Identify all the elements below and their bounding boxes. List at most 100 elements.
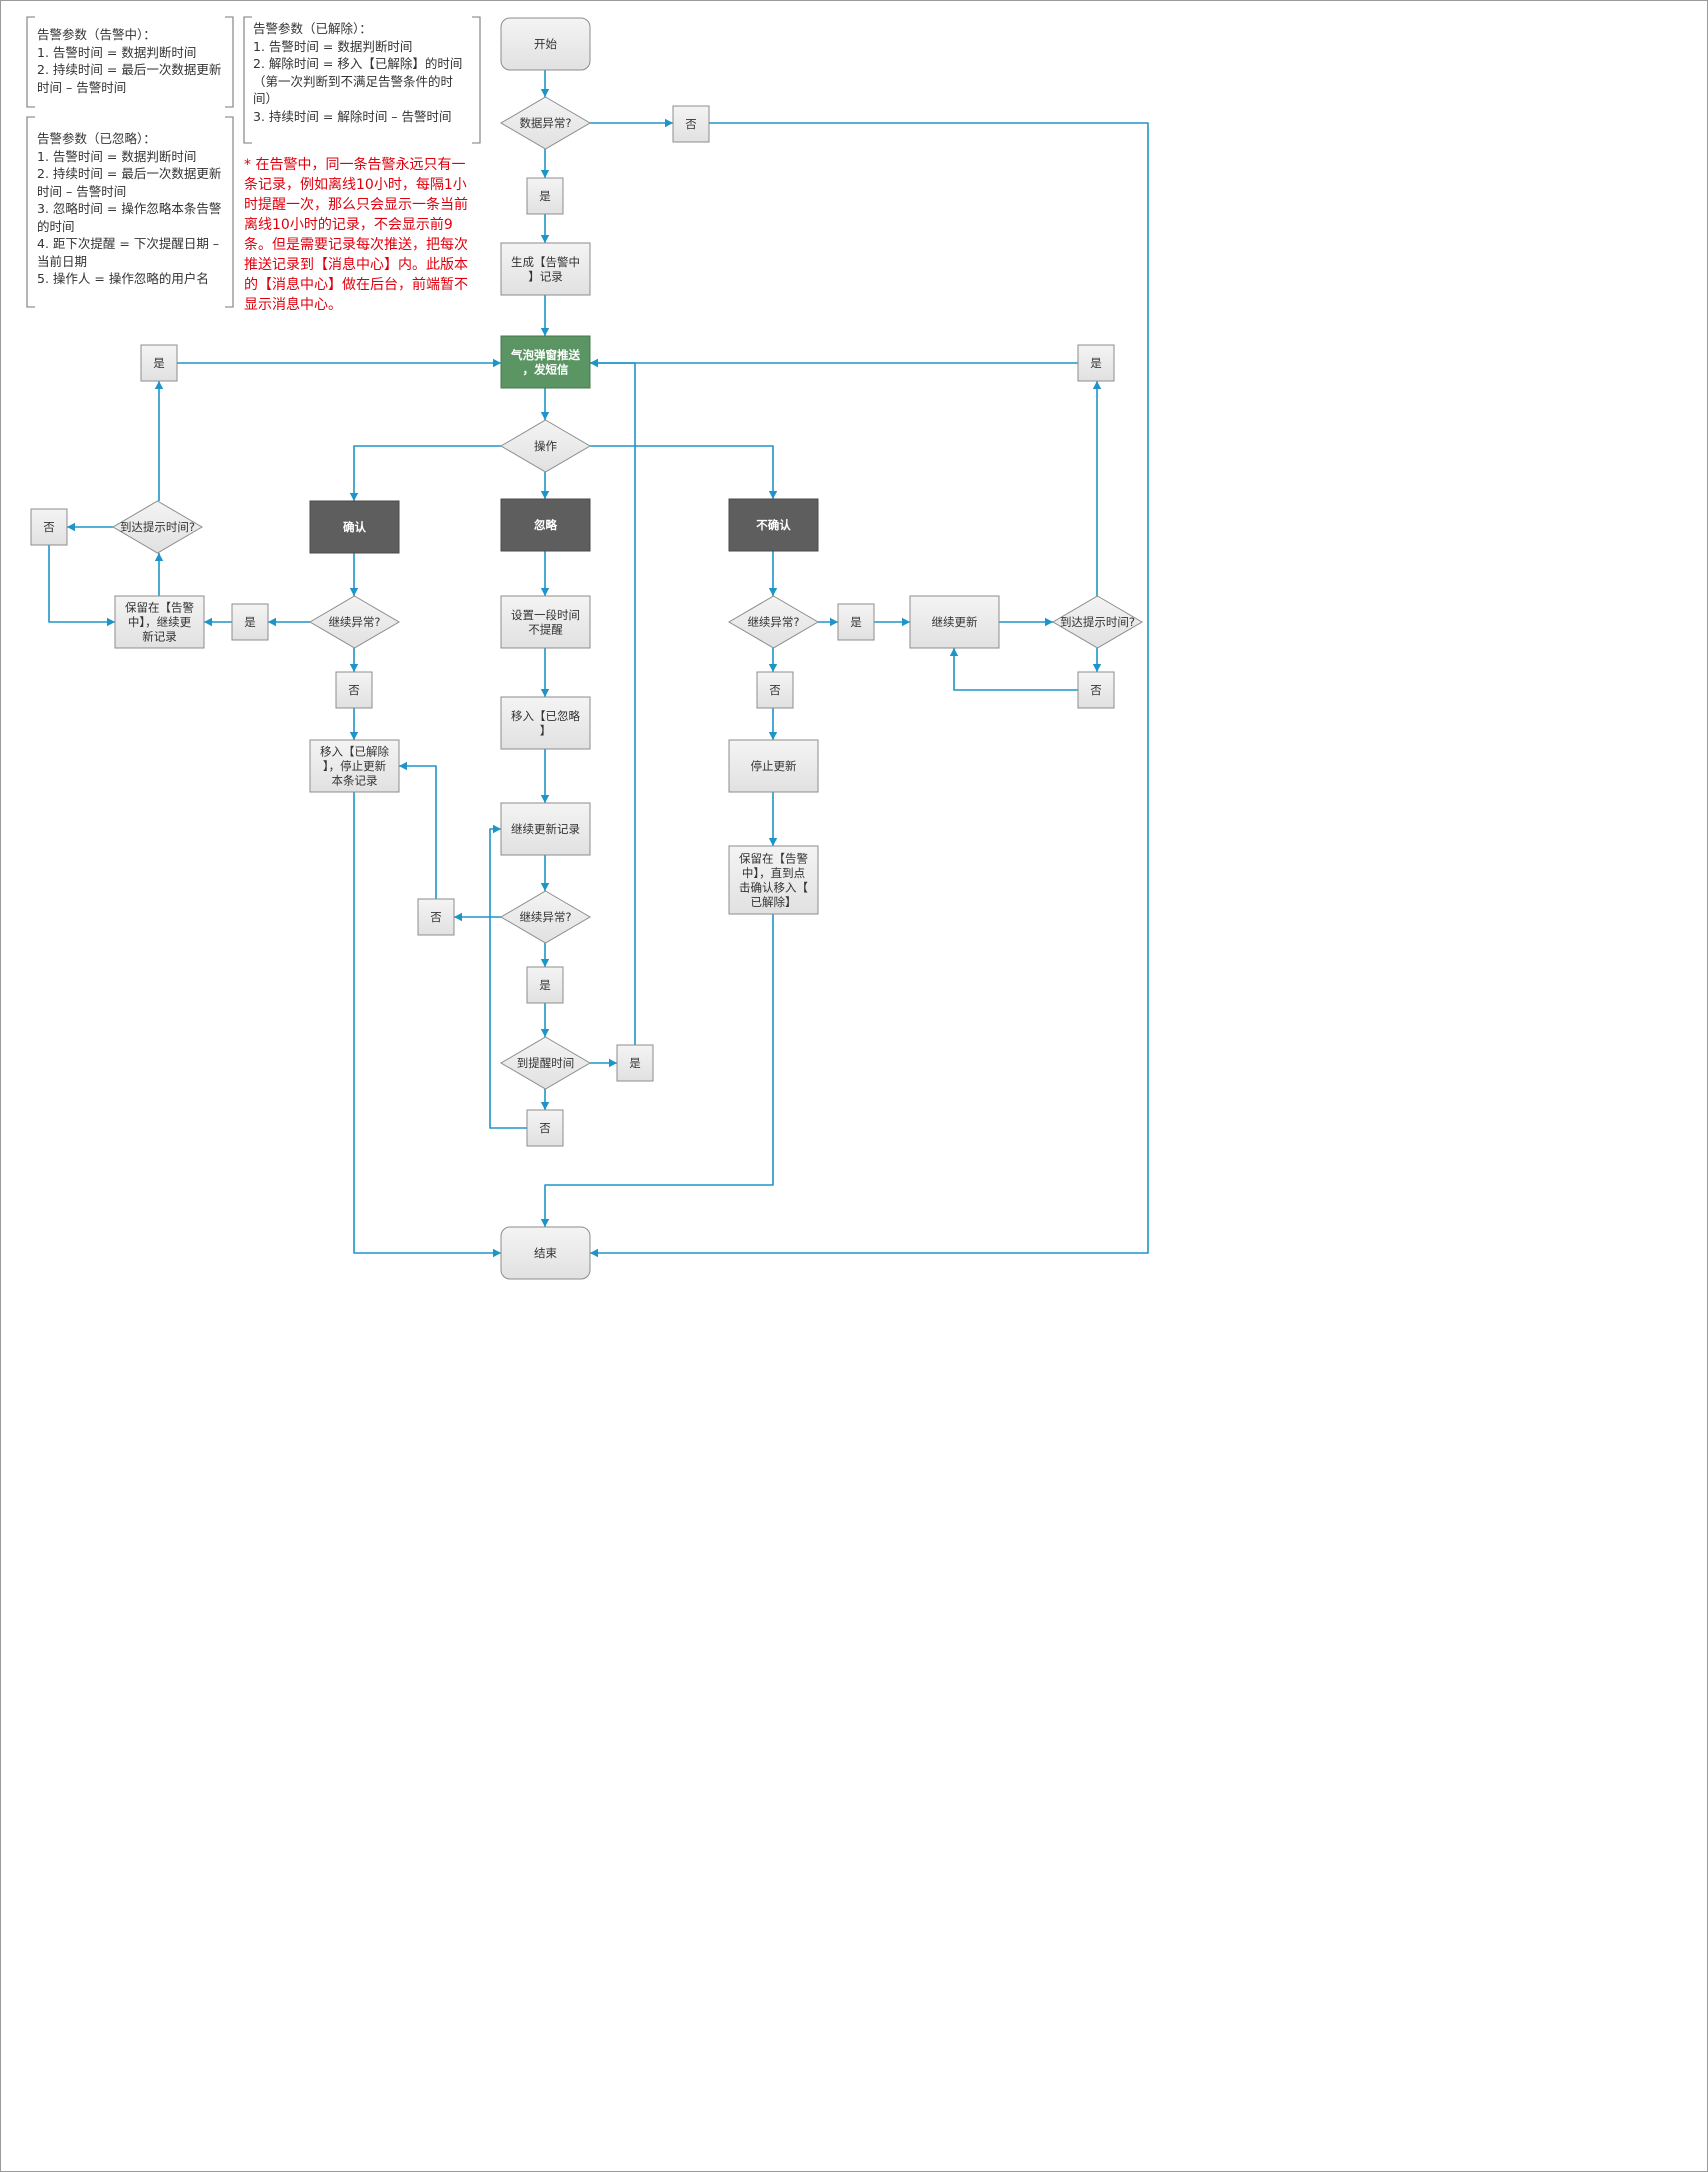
node-no-top: 否: [672, 105, 710, 143]
arrowhead: [540, 959, 550, 967]
arrowhead: [590, 1248, 598, 1258]
arrowhead: [454, 912, 462, 922]
note-ignored-params: 告警参数（已忽略）： 1. 告警时间 = 数据判断时间 2. 持续时间 = 最后…: [37, 131, 222, 286]
node-label: 不确认: [756, 518, 791, 532]
node-label: 继续异常?: [519, 910, 571, 924]
arrowhead: [590, 358, 598, 368]
node-label: 否: [348, 683, 360, 697]
arrowhead: [768, 838, 778, 846]
box-shape: [672, 105, 710, 143]
box-shape: [728, 845, 819, 915]
box-shape: [616, 1044, 654, 1082]
node-yes-left-top: 是: [140, 344, 178, 382]
node-label: 是: [850, 615, 862, 629]
node-label: 设置一段时间不提醒: [511, 608, 580, 637]
diamond-shape: [1052, 595, 1143, 649]
flow-connector: [399, 765, 437, 899]
node-operation: 操作: [500, 419, 591, 473]
flow-connector: [953, 648, 1078, 691]
arrowhead: [540, 491, 550, 499]
box-shape: [728, 739, 819, 793]
node-continue-abnormal-left: 继续异常?: [309, 595, 400, 649]
arrowhead: [540, 883, 550, 891]
node-gen-record: 生成【告警中】记录: [500, 242, 591, 296]
node-label: 是: [1090, 356, 1102, 370]
box-shape: [500, 242, 591, 296]
node-confirm: 确认: [309, 500, 400, 554]
box-shape: [728, 498, 819, 552]
node-label: 生成【告警中】记录: [511, 255, 580, 284]
box-shape: [30, 508, 68, 546]
arrowhead: [830, 617, 838, 627]
node-continue-abnormal-right: 继续异常?: [728, 595, 819, 649]
node-label: 停止更新: [751, 759, 797, 773]
box-shape: [526, 177, 564, 215]
box-shape: [837, 603, 875, 641]
node-no-mid-bottom: 否: [526, 1109, 564, 1147]
box-shape: [500, 595, 591, 649]
box-shape: [500, 1226, 591, 1280]
node-label: 保留在【告警中】，继续更新记录: [125, 601, 194, 644]
box-shape: [500, 17, 591, 71]
arrowhead: [949, 648, 959, 656]
node-label: 到达提示时间?: [1060, 615, 1135, 629]
arrowhead: [268, 617, 276, 627]
box-shape: [231, 603, 269, 641]
flow-connector: [48, 545, 115, 623]
box-shape: [500, 498, 591, 552]
node-label: 继续异常?: [328, 615, 380, 629]
diamond-shape: [500, 96, 591, 150]
diamond-shape: [728, 595, 819, 649]
flow-connector: [590, 345, 1097, 364]
arrowhead: [540, 689, 550, 697]
arrowhead: [665, 118, 673, 128]
arrowhead: [349, 664, 359, 672]
arrowhead: [540, 89, 550, 97]
box-shape: [1077, 671, 1115, 709]
flow-connector: [353, 792, 501, 1254]
node-keep-until-confirm: 保留在【告警中】，直到点击确认移入【已解除】: [728, 845, 819, 915]
diamond-shape: [500, 419, 591, 473]
node-label: 到提醒时间: [517, 1056, 575, 1070]
arrowhead: [902, 617, 910, 627]
note-bracket-left: [26, 16, 35, 108]
node-no-far-left: 否: [30, 508, 68, 546]
arrowhead: [107, 617, 115, 627]
note-bracket-left: [243, 16, 252, 144]
arrowhead: [493, 358, 501, 368]
node-label: 气泡弹窗推送，发短信: [510, 348, 580, 377]
diamond-shape: [500, 890, 591, 944]
node-label: 否: [430, 910, 442, 924]
node-continue-abnormal-mid: 继续异常?: [500, 890, 591, 944]
arrowhead: [493, 824, 501, 834]
box-shape: [114, 595, 205, 649]
node-label: 移入【已忽略】: [511, 709, 580, 738]
arrowhead: [493, 1248, 501, 1258]
node-no-left: 否: [335, 671, 373, 709]
box-shape: [526, 1109, 564, 1147]
arrowhead: [540, 1102, 550, 1110]
node-yes-mid: 是: [526, 966, 564, 1004]
node-label: 否: [769, 683, 781, 697]
flow-connector: [353, 445, 501, 501]
node-no-right-b: 否: [1077, 671, 1115, 709]
node-label: 是: [153, 356, 165, 370]
note-resolved-params: 告警参数（已解除）： 1. 告警时间 = 数据判断时间 2. 解除时间 = 移入…: [253, 21, 463, 124]
box-shape: [500, 802, 591, 856]
node-yes-right-mid: 是: [837, 603, 875, 641]
node-label: 否: [1090, 683, 1102, 697]
node-set-period: 设置一段时间不提醒: [500, 595, 591, 649]
node-yes-left-mid: 是: [231, 603, 269, 641]
node-reach-tip-left: 到达提示时间?: [112, 500, 203, 554]
arrowhead: [768, 664, 778, 672]
node-ignore: 忽略: [500, 498, 591, 552]
node-label: 数据异常?: [519, 116, 571, 130]
box-shape: [335, 671, 373, 709]
note-alerting-params: 告警参数（告警中）： 1. 告警时间 = 数据判断时间 2. 持续时间 = 最后…: [37, 27, 222, 95]
arrowhead: [1045, 617, 1053, 627]
flow-connector: [590, 362, 636, 1045]
arrowhead: [540, 1029, 550, 1037]
diamond-shape: [112, 500, 203, 554]
box-shape: [417, 898, 455, 936]
